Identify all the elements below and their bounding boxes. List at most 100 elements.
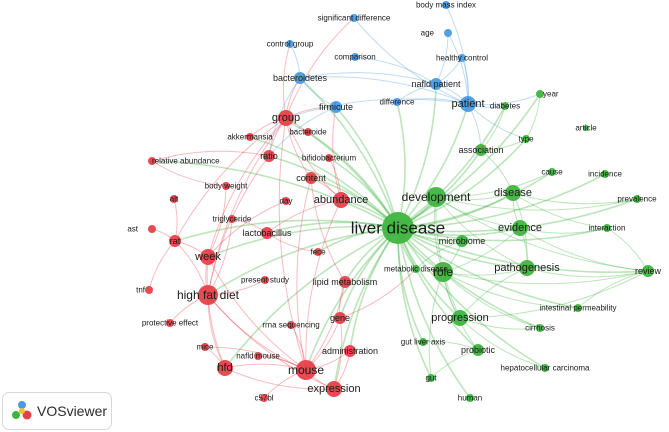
node-gut-liver-axis[interactable] <box>419 338 427 346</box>
node-alt[interactable] <box>170 195 178 203</box>
node-label-administration[interactable]: administration <box>322 346 378 356</box>
node-label-age[interactable]: age <box>421 29 435 38</box>
node-label-present-study[interactable]: present study <box>241 276 289 285</box>
node-fece[interactable] <box>314 248 322 256</box>
node-label-metabolic-disease[interactable]: metabolic disease <box>384 265 449 274</box>
node-label-gut-liver-axis[interactable]: gut liver axis <box>401 338 445 347</box>
node-label-rat[interactable]: rat <box>170 236 181 246</box>
node-role[interactable] <box>433 262 453 282</box>
node-label-protective-effect[interactable]: protective effect <box>142 319 199 328</box>
node-label-triglyceride[interactable]: triglyceride <box>213 215 252 224</box>
node-interaction[interactable] <box>603 224 611 232</box>
node-label-bacteroide[interactable]: bacteroide <box>289 128 327 137</box>
node-content[interactable] <box>305 172 317 184</box>
node-difference[interactable] <box>393 98 401 106</box>
node-label-year[interactable]: year <box>543 90 559 99</box>
node-label-intestinal-permeability[interactable]: intestinal permeability <box>540 304 617 313</box>
node-label-mice[interactable]: mice <box>197 343 214 352</box>
node-high-fat-diet[interactable] <box>198 285 218 305</box>
node-label-high-fat-diet[interactable]: high fat diet <box>177 288 240 302</box>
node-metabolic-disease[interactable] <box>412 265 420 273</box>
node-liver-disease[interactable] <box>382 212 414 244</box>
node-nafld-mouse[interactable] <box>254 352 262 360</box>
node-development[interactable] <box>426 187 446 207</box>
node-label-body-weight[interactable]: body weight <box>205 182 248 191</box>
node-label-hepatocellular-carcinoma[interactable]: hepatocellular carcinoma <box>501 364 590 373</box>
node-probiotic[interactable] <box>472 344 484 356</box>
node-review[interactable] <box>642 265 654 277</box>
node-significant-difference[interactable] <box>350 14 358 22</box>
node-microbiome[interactable] <box>456 235 468 247</box>
node-mice[interactable] <box>201 343 209 351</box>
node-label-interaction[interactable]: interaction <box>589 224 626 233</box>
node-label-prevalence[interactable]: prevalence <box>617 195 657 204</box>
node-association[interactable] <box>475 144 487 156</box>
node-label-association[interactable]: association <box>458 145 503 155</box>
node-label-disease[interactable]: disease <box>494 187 532 199</box>
vosviewer-logo-badge[interactable]: VOSviewer <box>2 392 112 430</box>
node-label-microbiome[interactable]: microbiome <box>439 236 486 246</box>
node-nafld-patient[interactable] <box>430 78 442 90</box>
node-hfd[interactable] <box>217 360 233 376</box>
node-label-evidence[interactable]: evidence <box>498 222 542 234</box>
node-bacteroide[interactable] <box>304 128 312 136</box>
node-label-healthy-control[interactable]: healthy control <box>436 54 488 63</box>
node-rat[interactable] <box>169 235 181 247</box>
node-triglyceride[interactable] <box>228 215 236 223</box>
node-label-akkermansia[interactable]: akkermansia <box>227 133 273 142</box>
node-ast[interactable] <box>148 225 156 233</box>
node-lipid-metabolism[interactable] <box>339 276 351 288</box>
node-year[interactable] <box>536 90 544 98</box>
node-progression[interactable] <box>452 310 468 326</box>
node-label-tnf[interactable]: tnf <box>136 286 146 295</box>
node-label-difference[interactable]: difference <box>380 98 416 107</box>
node-label-gut[interactable]: gut <box>425 374 437 383</box>
node-label-review[interactable]: review <box>635 266 662 276</box>
node-week[interactable] <box>200 249 216 265</box>
node-label-expression[interactable]: expression <box>307 383 360 395</box>
node-label-fece[interactable]: fece <box>310 248 326 257</box>
node-label-c57bl[interactable]: c57bl <box>254 394 273 403</box>
node-healthy-control[interactable] <box>458 54 466 62</box>
node-gut[interactable] <box>427 374 435 382</box>
node-cirrhosis[interactable] <box>536 324 544 332</box>
node-label-ast[interactable]: ast <box>127 225 138 234</box>
node-label-alt[interactable]: alt <box>170 195 179 204</box>
node-intestinal-permeability[interactable] <box>574 304 582 312</box>
node-expression[interactable] <box>326 381 342 397</box>
node-label-bifidobacterium[interactable]: bifidobacterium <box>302 154 357 163</box>
node-relative-abundance[interactable] <box>148 157 156 165</box>
node-mouse[interactable] <box>296 360 316 380</box>
node-label-liver-disease[interactable]: liver disease <box>351 219 446 238</box>
node-prevalence[interactable] <box>633 195 641 203</box>
node-label-probiotic[interactable]: probiotic <box>461 345 496 355</box>
node-label-content[interactable]: content <box>296 173 326 183</box>
node-present-study[interactable] <box>261 276 269 284</box>
node-label-mouse[interactable]: mouse <box>288 363 324 377</box>
node-label-comparison[interactable]: comparison <box>334 53 375 62</box>
node-administration[interactable] <box>344 345 356 357</box>
node-label-week[interactable]: week <box>194 251 221 263</box>
node-abundance[interactable] <box>333 192 349 208</box>
node-firmicute[interactable] <box>330 101 342 113</box>
node-label-cause[interactable]: cause <box>541 168 563 177</box>
node-label-rrna-sequencing[interactable]: rrna sequencing <box>262 321 319 330</box>
node-label-cirrhosis[interactable]: cirrhosis <box>525 324 555 333</box>
node-label-gene[interactable]: gene <box>330 313 350 323</box>
node-label-bacteroidetes[interactable]: bacteroidetes <box>273 73 328 83</box>
node-label-body-mass-index[interactable]: body mass index <box>416 1 476 10</box>
node-label-ratio[interactable]: ratio <box>260 151 278 161</box>
node-label-abundance[interactable]: abundance <box>314 194 368 206</box>
node-bacteroidetes[interactable] <box>294 72 306 84</box>
node-label-relative-abundance[interactable]: relative abundance <box>152 157 220 166</box>
node-label-firmicute[interactable]: firmicute <box>319 102 353 112</box>
node-diabetes[interactable] <box>501 102 509 110</box>
node-tnf[interactable] <box>145 286 153 294</box>
node-label-incidence[interactable]: incidence <box>588 170 622 179</box>
node-patient[interactable] <box>460 96 476 112</box>
node-group[interactable] <box>278 110 294 126</box>
node-body-mass-index[interactable] <box>442 1 450 9</box>
node-label-significant-difference[interactable]: significant difference <box>318 14 391 23</box>
node-type[interactable] <box>522 135 530 143</box>
node-body-weight[interactable] <box>222 182 230 190</box>
